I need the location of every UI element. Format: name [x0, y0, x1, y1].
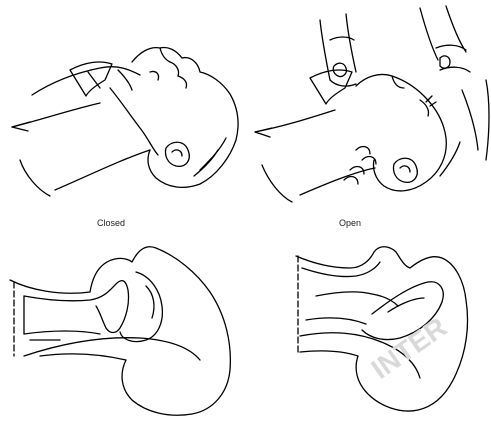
svg-text:INTER: INTER [366, 311, 453, 385]
